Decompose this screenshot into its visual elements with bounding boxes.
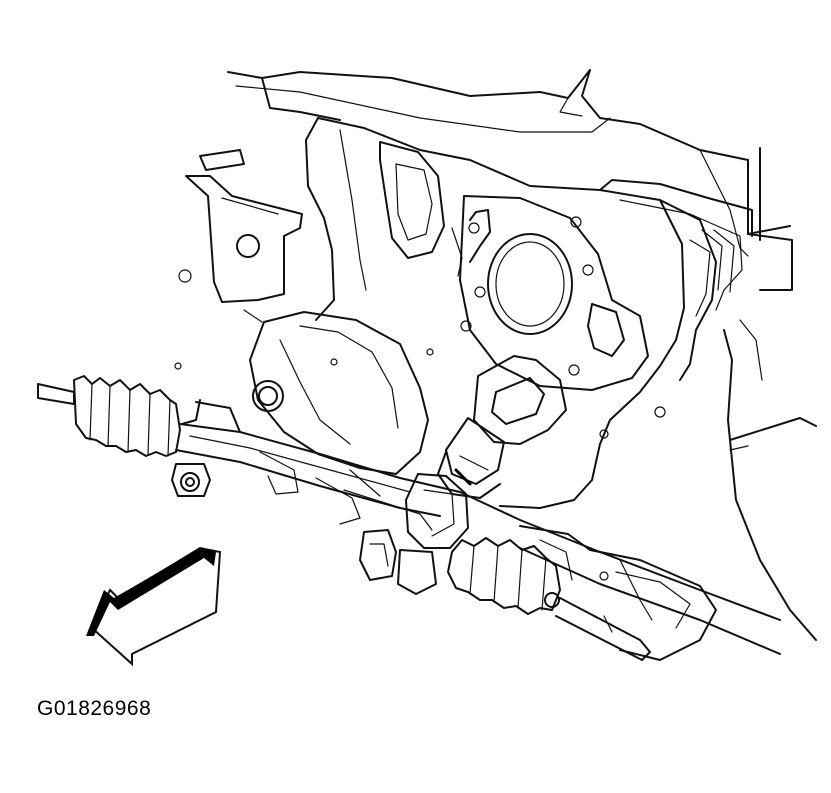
- left-mount-bushing: [171, 463, 211, 497]
- figure-code-label: G01826968: [37, 697, 152, 720]
- intermediate-steering-shaft: [437, 355, 567, 499]
- right-tie-rod: [555, 597, 651, 661]
- left-rack-boot: [37, 375, 181, 457]
- front-direction-arrow-icon: [86, 546, 222, 667]
- wheelhouse-liner: [723, 319, 817, 641]
- right-crossmember-bracket: [519, 525, 717, 661]
- detail-marks: [174, 309, 434, 497]
- steering-rack-housing: [175, 399, 781, 655]
- pinion-valve-housing: [359, 473, 469, 595]
- cowl-structure: [499, 179, 753, 509]
- frame-rail-bracket: [178, 175, 303, 303]
- body-panel-outline: [227, 69, 793, 291]
- engine-oil-pan: [249, 311, 429, 475]
- firewall-seal-plate: [459, 195, 649, 391]
- bracket-tab: [199, 149, 245, 171]
- right-rack-boot: [447, 537, 561, 615]
